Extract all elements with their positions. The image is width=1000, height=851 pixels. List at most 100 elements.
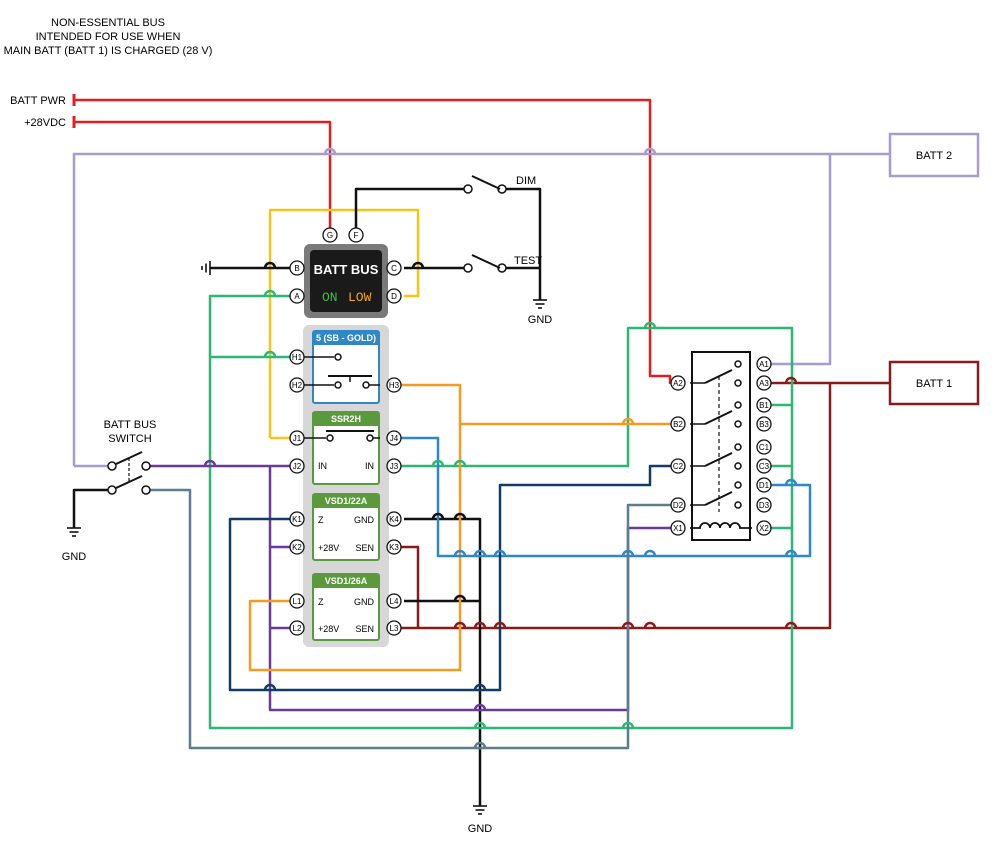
pin-bubble — [289, 430, 305, 446]
pin-bubble — [756, 458, 772, 474]
vsd26-28v: +28V — [318, 624, 339, 634]
pin-label: K4 — [389, 515, 399, 524]
hop-33 — [621, 721, 635, 729]
pin-a3: A3 — [756, 375, 772, 391]
relay-c3-contact — [734, 462, 742, 470]
pin-bubble — [386, 620, 402, 636]
relay-b3-contact — [734, 420, 742, 428]
wire-navy-k1-c2 — [228, 464, 678, 692]
pin-label: D2 — [673, 501, 684, 510]
pin-label: X1 — [673, 524, 683, 533]
pin-d: D — [386, 288, 402, 304]
hop-4 — [411, 261, 425, 269]
pin-label: C3 — [759, 462, 770, 471]
ground-switch-icon — [67, 527, 81, 537]
wire-k3-l3 — [392, 545, 420, 628]
pin-label: C2 — [673, 462, 684, 471]
hop-22 — [453, 594, 467, 602]
pin-bubble — [386, 539, 402, 555]
relay-b-blade — [704, 410, 733, 425]
pin-a: A — [289, 288, 305, 304]
pin-c: C — [386, 260, 402, 276]
pin-label: L1 — [293, 597, 302, 606]
sb-title: 5 (SB - GOLD) — [316, 333, 376, 343]
wire-dim — [354, 187, 468, 228]
hop-18 — [493, 549, 507, 557]
pin-label: A1 — [759, 360, 769, 369]
pin-label: X2 — [759, 524, 769, 533]
crossovers — [203, 147, 798, 749]
hop-15 — [453, 512, 467, 520]
pin-bubble — [670, 497, 686, 513]
pin-bubble — [386, 593, 402, 609]
ssr-header — [313, 412, 379, 426]
module-vsd22: VSD1/22A Z GND +28V SEN — [312, 493, 380, 561]
left-terminals: BATT PWR +28VDC — [10, 94, 76, 129]
pin-label: H1 — [292, 353, 303, 362]
pin-b1: B1 — [756, 397, 772, 413]
pin-bubble — [289, 593, 305, 609]
pin-k1: K1 — [289, 511, 305, 527]
pin-label: A2 — [673, 379, 683, 388]
pin-bubble — [756, 520, 772, 536]
switch-contact-2b — [141, 485, 151, 495]
pin-label: L4 — [390, 597, 399, 606]
relay — [690, 351, 752, 541]
pin-label: K2 — [292, 543, 302, 552]
hop-10 — [453, 459, 467, 467]
hop-8 — [621, 417, 635, 425]
switch-lever-2 — [115, 475, 143, 489]
relay-contacts — [690, 360, 742, 512]
pin-bubble — [670, 458, 686, 474]
hop-29 — [263, 683, 277, 691]
sb-contact-2 — [334, 381, 342, 389]
pin-label: J1 — [293, 434, 302, 443]
pin-l4: L4 — [386, 593, 402, 609]
pin-x2: X2 — [756, 520, 772, 536]
pin-bubble — [756, 439, 772, 455]
vsd26-title: VSD1/26A — [325, 576, 368, 586]
module-vsd26: VSD1/26A Z GND +28V SEN — [312, 573, 380, 641]
pin-l2: L2 — [289, 620, 305, 636]
pin-label: C — [391, 264, 397, 273]
pin-bubble — [386, 288, 402, 304]
pin-h3: H3 — [386, 377, 402, 393]
wire-batt1-l3 — [392, 383, 832, 630]
relay-c1-contact — [734, 443, 742, 451]
pin-bubble — [670, 416, 686, 432]
pin-label: H3 — [389, 381, 400, 390]
pin-bubble — [386, 430, 402, 446]
pin-k2: K2 — [289, 539, 305, 555]
pin-label: D3 — [759, 501, 770, 510]
test-contact-left — [463, 263, 473, 273]
vsd26-sen: SEN — [355, 624, 374, 634]
note-line-1: NON-ESSENTIAL BUS — [51, 17, 165, 29]
vsd22-header — [313, 494, 379, 508]
pin-label: K1 — [292, 515, 302, 524]
pin-bubble — [386, 260, 402, 276]
pin-bubble — [756, 416, 772, 432]
batt2-box: BATT 2 — [888, 132, 980, 178]
pin-h1: H1 — [289, 349, 305, 365]
batt1-box: BATT 1 — [888, 360, 980, 406]
pin-h2: H2 — [289, 377, 305, 393]
ssr-contact-1 — [326, 434, 334, 442]
module-sb: 5 (SB - GOLD) — [304, 330, 380, 404]
pin-bubble — [756, 397, 772, 413]
test-label: TEST — [514, 255, 542, 267]
wire-batt2-bus — [72, 152, 890, 466]
hop-2 — [643, 147, 657, 155]
pin-bubble — [322, 227, 338, 243]
pin-bubble — [386, 458, 402, 474]
pin-bubble — [756, 356, 772, 372]
pin-j2: J2 — [289, 458, 305, 474]
hop-16 — [453, 549, 467, 557]
hop-13 — [784, 478, 798, 486]
module-ssr: SSR2H IN IN — [304, 411, 380, 485]
pin-bubble — [289, 349, 305, 365]
hop-9 — [431, 459, 445, 467]
vsd22-gnd: GND — [354, 515, 375, 525]
note-line-2: INTENDED FOR USE WHEN — [36, 31, 181, 43]
pin-d2: D2 — [670, 497, 686, 513]
